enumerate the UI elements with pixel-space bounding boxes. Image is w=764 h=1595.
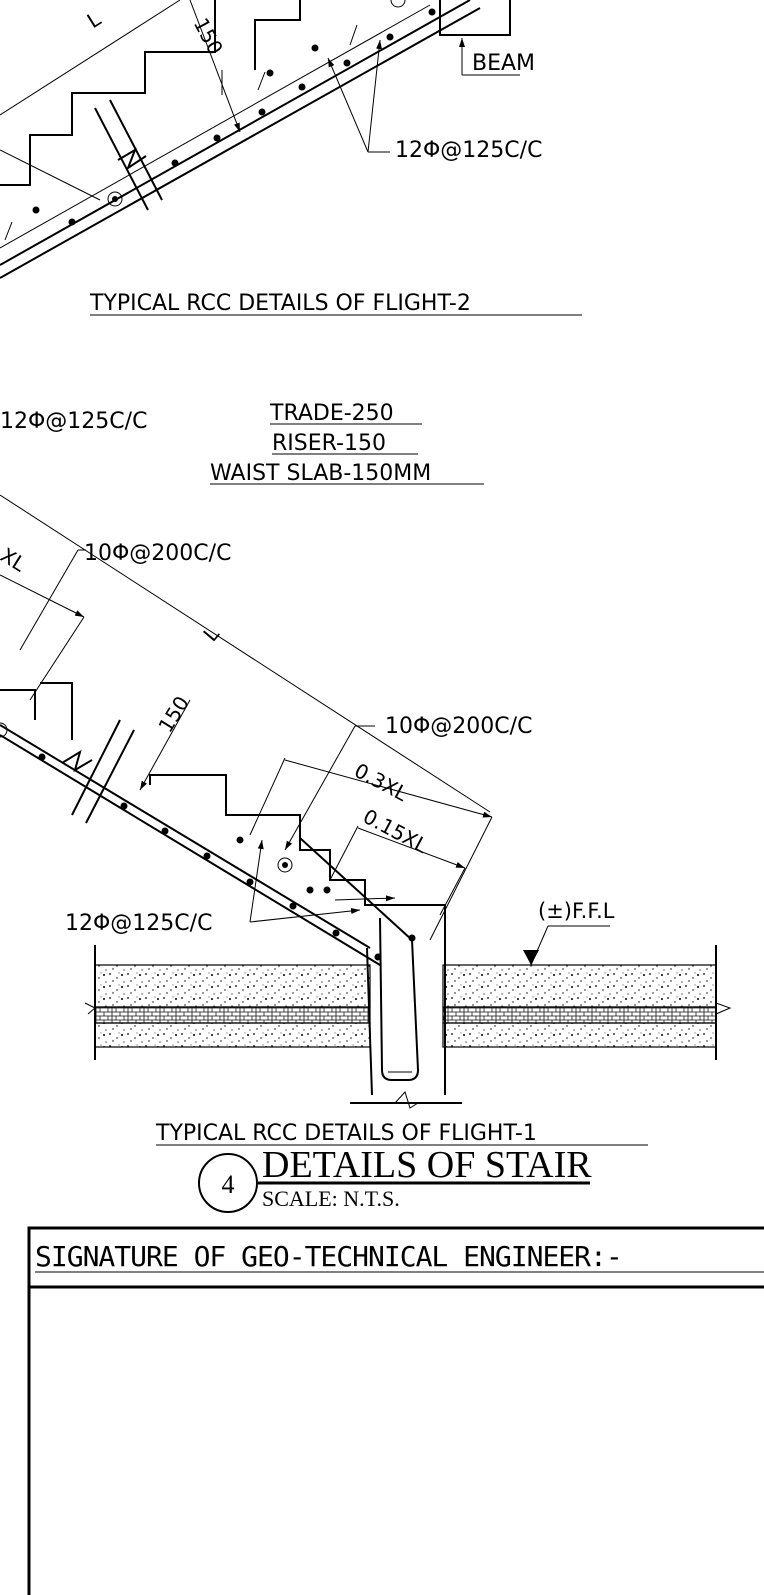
flight-2-beam-label: BEAM xyxy=(472,51,535,76)
detail-title: DETAILS OF STAIR xyxy=(262,1144,592,1186)
detail-title-block: 4 DETAILS OF STAIR SCALE: N.T.S. xyxy=(198,1144,592,1213)
ffl-label: (±)F.F.L xyxy=(538,899,615,923)
trade-note: TRADE-250 xyxy=(269,401,394,426)
flight-1-rebar-bottom: 12Φ@125C/C xyxy=(65,911,212,936)
flight-1-dim-length: L xyxy=(198,621,224,646)
flight-1-caption: TYPICAL RCC DETAILS OF FLIGHT-1 xyxy=(155,1121,537,1146)
flight-1-dim-03xl: 0.3XL xyxy=(350,758,412,806)
flight-1-rebar-right: 10Φ@200C/C xyxy=(385,714,532,739)
flight-1-dim-150: 150 xyxy=(153,692,194,737)
flight-2-detail: L 150 BEAM 12Φ@125C/C TYPICAL RCC DETAIL… xyxy=(0,0,582,316)
signature-box: SIGNATURE OF GEO-TECHNICAL ENGINEER:- xyxy=(27,1226,764,1595)
detail-scale: SCALE: N.T.S. xyxy=(262,1186,400,1211)
flight-2-rebar-dots xyxy=(32,0,436,226)
floor-layers xyxy=(84,945,732,1060)
riser-note: RISER-150 xyxy=(272,431,386,456)
flight-1-dim-xl: XL xyxy=(0,543,31,577)
waist-slab-note: WAIST SLAB-150MM xyxy=(210,461,431,486)
flight-2-rebar-label: 12Φ@125C/C xyxy=(395,138,542,163)
flight-1-detail: XL 10Φ@200C/C L 150 10Φ@200C/C 0.3XL 0.1… xyxy=(0,494,732,1146)
stair-notes: 12Φ@125C/C TRADE-250 RISER-150 WAIST SLA… xyxy=(0,401,484,486)
detail-number: 4 xyxy=(222,1170,235,1199)
flight-2-dim-length: L xyxy=(83,6,106,33)
flight-1-rebar-dots xyxy=(0,722,416,961)
flight-1-rebar-top: 10Φ@200C/C xyxy=(84,541,231,566)
detail-number-circle xyxy=(198,1153,258,1213)
signature-label: SIGNATURE OF GEO-TECHNICAL ENGINEER:- xyxy=(35,1240,622,1273)
flight-2-caption: TYPICAL RCC DETAILS OF FLIGHT-2 xyxy=(89,291,471,316)
flight-1-dim-015xl: 0.15XL xyxy=(359,804,432,858)
top-rebar-note: 12Φ@125C/C xyxy=(0,409,147,434)
